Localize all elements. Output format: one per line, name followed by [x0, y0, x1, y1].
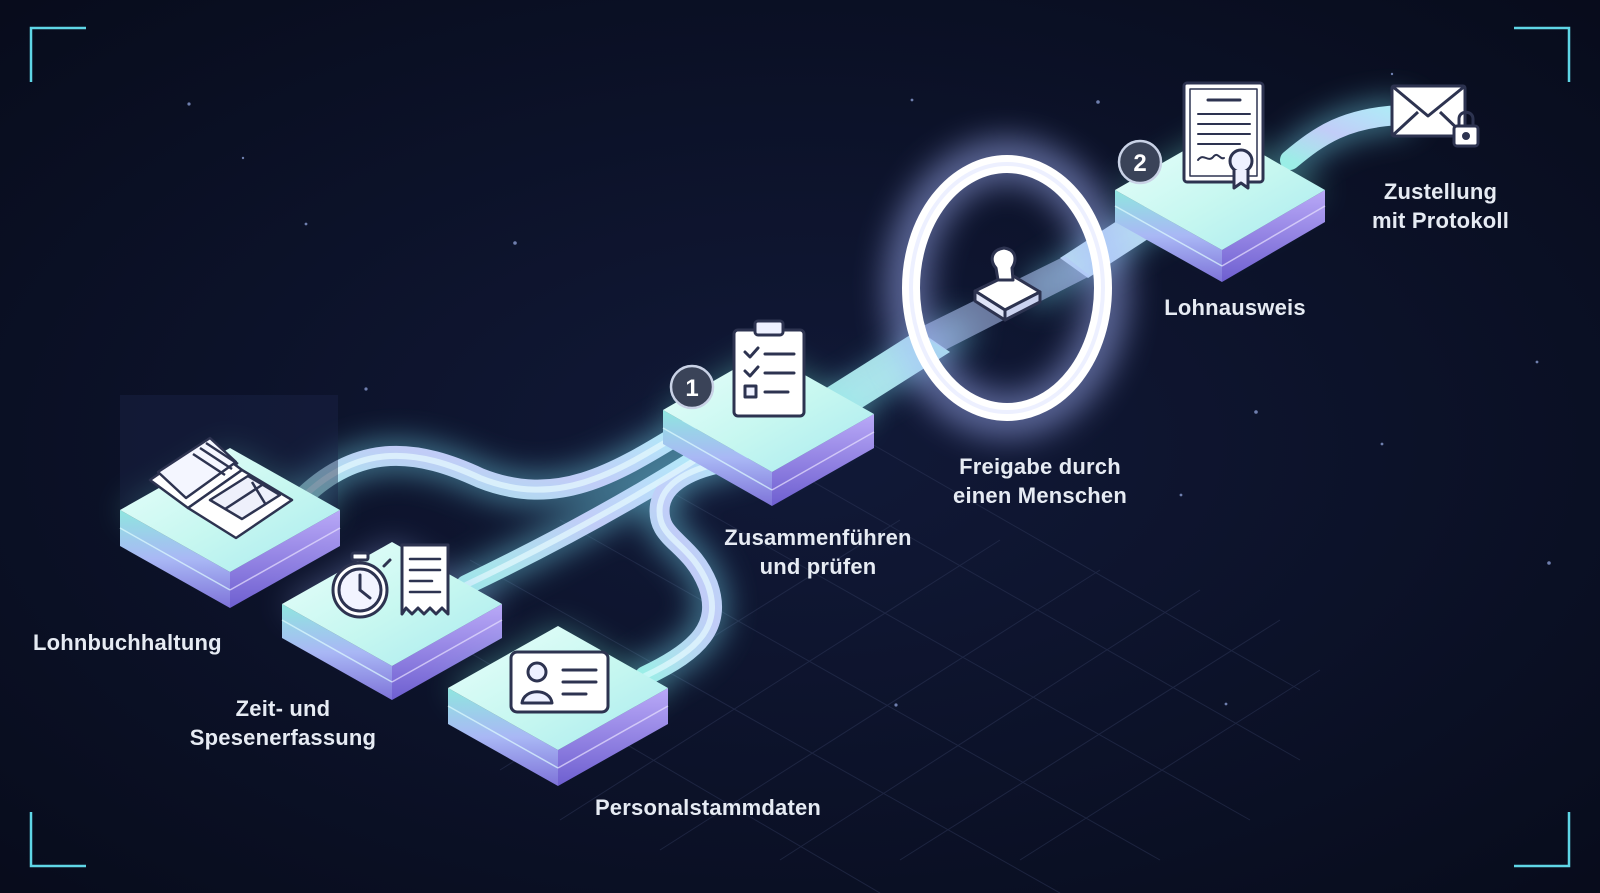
label-zustellung-line-2: mit Protokoll — [1371, 208, 1510, 233]
step-badge-2-text: 2 — [1133, 150, 1146, 177]
label-lohnbuchhaltung: Lohnbuchhaltung — [33, 628, 222, 657]
label-zustellung: Zustellung mit Protokoll — [1338, 177, 1543, 235]
label-zustellung-line-1: Zustellung — [1383, 179, 1498, 204]
certificate-icon — [1182, 81, 1265, 190]
label-zeit-spesen: Zeit- und Spesenerfassung — [178, 694, 388, 752]
label-zusammenfuehren-line-1: Zusammenführen — [724, 525, 912, 550]
step-badge-1-text: 1 — [685, 375, 698, 402]
label-lohnausweis-line-1: Lohnausweis — [1164, 295, 1306, 320]
envelope-lock-icon — [1390, 84, 1480, 148]
tile-lohnausweis — [1114, 130, 1326, 282]
label-lohnausweis: Lohnausweis — [1130, 293, 1340, 322]
label-freigabe-line-2: einen Menschen — [953, 483, 1127, 508]
stopwatch-receipt-icon — [331, 543, 450, 619]
data-paths — [287, 102, 1413, 689]
label-personalstammdaten-line-1: Personalstammdaten — [594, 795, 822, 820]
clipboard-checklist-icon — [732, 319, 806, 418]
label-zeit-spesen-line-1: Zeit- und — [235, 696, 331, 721]
label-zeit-spesen-line-2: Spesenerfassung — [189, 725, 377, 750]
corner-brackets — [29, 26, 1571, 868]
label-zusammenfuehren-line-2: und prüfen — [759, 554, 877, 579]
stars — [187, 72, 1551, 707]
label-lohnbuchhaltung-line-1: Lohnbuchhaltung — [33, 630, 222, 655]
stamp-icon — [973, 246, 1042, 322]
label-freigabe: Freigabe durch einen Menschen — [930, 452, 1150, 510]
step-badge-2: 2 — [1117, 139, 1163, 185]
label-personalstammdaten: Personalstammdaten — [588, 793, 828, 822]
step-badge-1: 1 — [669, 364, 715, 410]
open-book-icon — [148, 436, 294, 540]
label-zusammenfuehren: Zusammenführen und prüfen — [708, 523, 928, 581]
label-freigabe-line-1: Freigabe durch — [959, 454, 1121, 479]
id-card-icon — [509, 650, 610, 714]
approval-ring — [885, 138, 1129, 438]
